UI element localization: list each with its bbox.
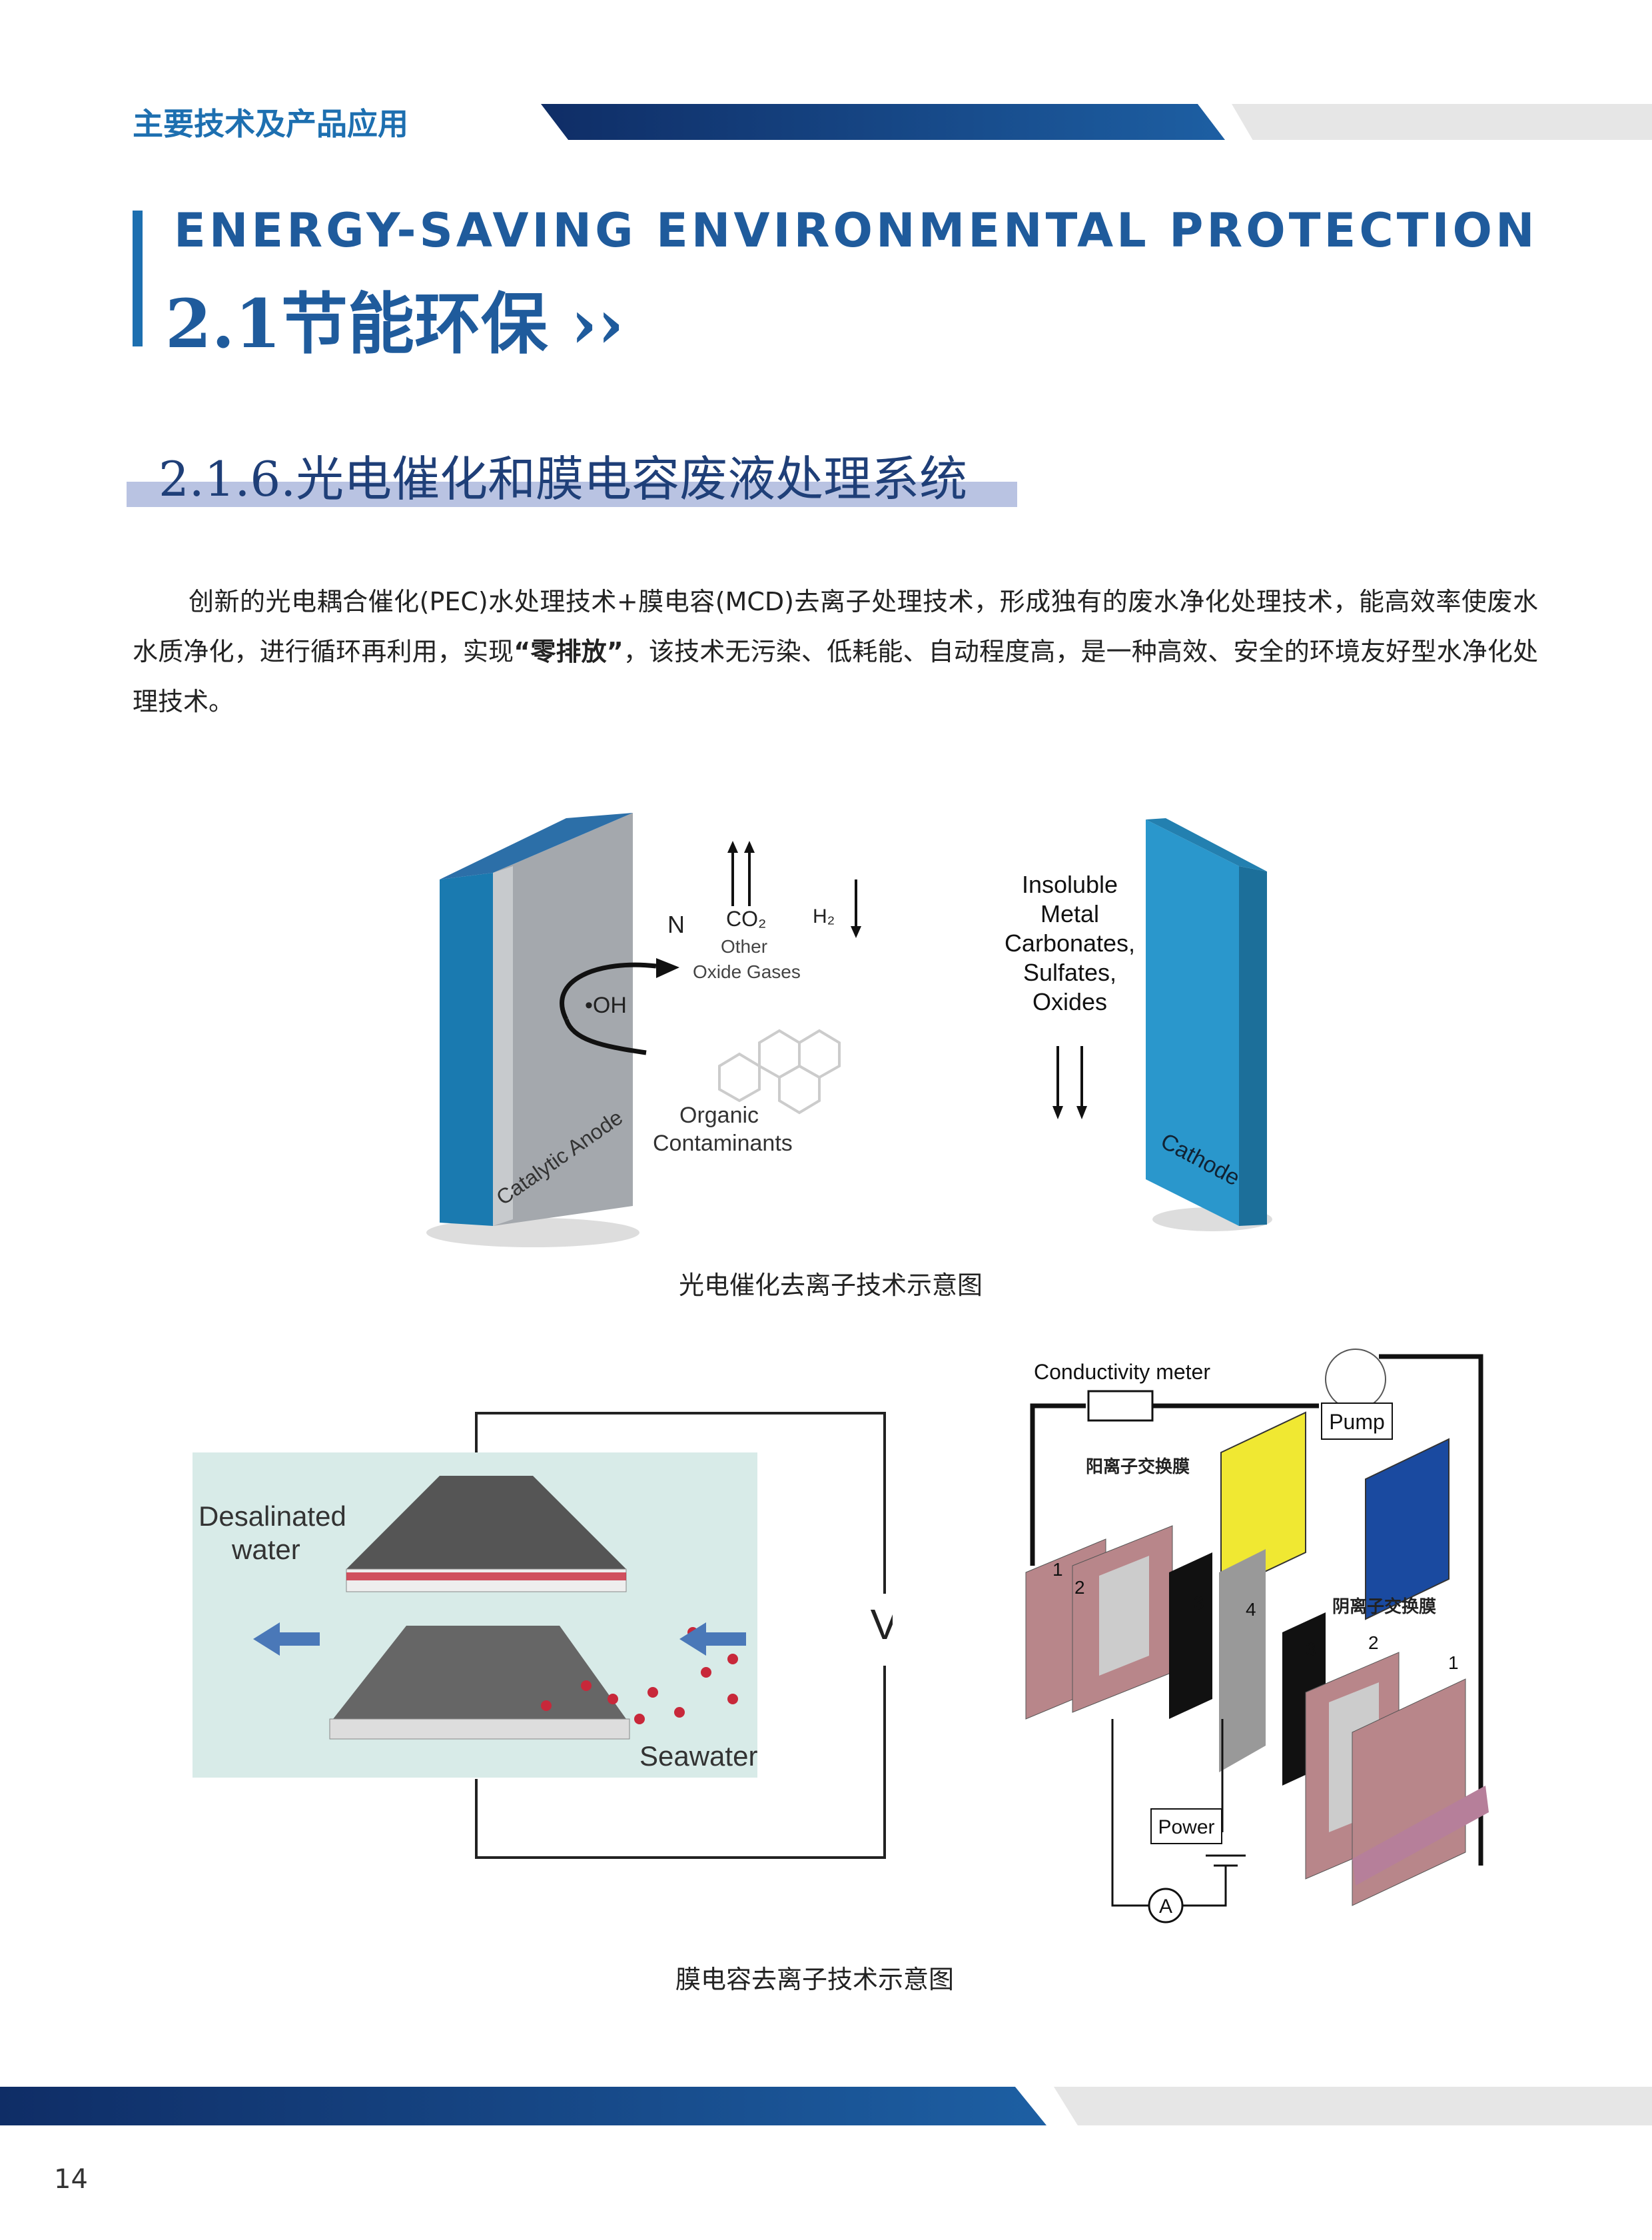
reaction-arrow-tail — [564, 1018, 647, 1055]
section-highlight — [127, 482, 1017, 507]
organic-label: Organic — [679, 1103, 759, 1128]
reaction-arrow — [560, 962, 657, 1021]
paragraph-text: ，该技术无污染、低耗能、自动程度高，是一种高效、安全的环境友好型水净化处理技术。 — [133, 637, 1539, 716]
pump-icon — [1325, 1349, 1386, 1410]
english-title: ENERGY-SAVING ENVIRONMENTAL PROTECTION — [174, 203, 1538, 258]
circuit-wire — [475, 1412, 886, 1594]
figure2-caption: 膜电容去离子技术示意图 — [675, 1965, 955, 1994]
header-section-label: 主要技术及产品应用 — [133, 106, 408, 142]
svg-text:Metal: Metal — [1040, 900, 1099, 927]
power-box — [1150, 1808, 1222, 1844]
svg-text:1: 1 — [1052, 1559, 1063, 1580]
footer-blue-bar — [0, 2087, 1046, 2125]
bottom-electrode — [333, 1626, 626, 1719]
section-heading: 2.1.6.光电催化和膜电容废液处理系统 — [159, 451, 968, 507]
mcd-diagram: V Desalinated water Seawater — [193, 1412, 893, 1859]
svg-text:3: 3 — [1306, 1639, 1316, 1660]
figure1-caption: 光电催化去离子技术示意图 — [678, 1271, 983, 1300]
pump-label: Pump — [1329, 1410, 1385, 1434]
precipitate-labels: Insoluble Metal Carbonates, Sulfates, Ox… — [1005, 871, 1135, 1015]
pec-diagram: Catalytic Anode •OH N CO₂ Other Oxide Ga… — [426, 813, 1272, 1247]
chinese-title: 2.1节能环保 ›› — [165, 284, 624, 363]
svg-text:4: 4 — [1246, 1599, 1256, 1620]
ammeter-label: A — [1159, 1896, 1172, 1918]
arrow-head — [656, 958, 679, 978]
anion-membrane-label: 阴离子交换膜 — [1332, 1596, 1436, 1616]
cell-stack — [1025, 1525, 1489, 1906]
svg-text:3: 3 — [1194, 1592, 1204, 1613]
anode-shadow — [426, 1218, 639, 1247]
power-label: Power — [1158, 1816, 1214, 1838]
flow-arrows — [253, 1622, 746, 1656]
header-blue-bar — [541, 104, 1225, 140]
h2-label: H₂ — [813, 905, 835, 927]
oxide-gases-label: Oxide Gases — [693, 961, 801, 982]
paragraph-emphasis: “零排放” — [514, 637, 623, 666]
mcd-apparatus-diagram: Conductivity meter Pump 阳离子交换膜 阴离子交换膜 12… — [1025, 1349, 1489, 1924]
n-label: N — [667, 911, 685, 938]
paragraph-text: 创新的光电耦合催化(PEC)水处理技术+膜电容(MCD)去离子处理技术，形成独有… — [133, 587, 1538, 666]
cation-membrane-label: 阳离子交换膜 — [1086, 1456, 1190, 1476]
other-label: Other — [721, 936, 767, 957]
svg-text:2: 2 — [1368, 1632, 1379, 1653]
gas-up-arrows — [731, 846, 751, 906]
header-gray-bar — [1232, 104, 1652, 140]
top-electrode — [346, 1476, 626, 1569]
co2-label: CO₂ — [726, 907, 766, 931]
ammeter-icon — [1148, 1888, 1184, 1924]
svg-text:1: 1 — [1448, 1652, 1459, 1673]
svg-text:Insoluble: Insoluble — [1022, 871, 1118, 898]
desalinated-label: Desalinated — [199, 1500, 346, 1532]
voltage-label: V — [871, 1600, 893, 1648]
catalytic-anode — [440, 813, 633, 1226]
precipitate-down-arrows — [1056, 1046, 1083, 1113]
anion-membrane — [1365, 1438, 1449, 1620]
svg-text:2: 2 — [1074, 1577, 1085, 1598]
hydroxyl-label: •OH — [585, 993, 627, 1018]
conductivity-meter — [1087, 1390, 1154, 1422]
conductivity-meter-label: Conductivity meter — [1034, 1360, 1210, 1384]
svg-text:Carbonates,: Carbonates, — [1005, 929, 1135, 957]
footer-gray-bar — [1054, 2087, 1652, 2125]
contaminants-label: Contaminants — [653, 1131, 793, 1156]
water-label: water — [231, 1534, 300, 1565]
organic-molecule-icon — [718, 1029, 841, 1115]
seawater-label: Seawater — [639, 1740, 757, 1772]
svg-text:Sulfates,: Sulfates, — [1023, 959, 1116, 986]
title-accent-line — [133, 211, 143, 346]
page-number: 14 — [54, 2164, 88, 2195]
cation-membrane — [1220, 1411, 1306, 1594]
cathode — [1146, 818, 1267, 1226]
intro-paragraph: 创新的光电耦合催化(PEC)水处理技术+膜电容(MCD)去离子处理技术，形成独有… — [133, 577, 1538, 727]
svg-text:Oxides: Oxides — [1032, 988, 1107, 1015]
